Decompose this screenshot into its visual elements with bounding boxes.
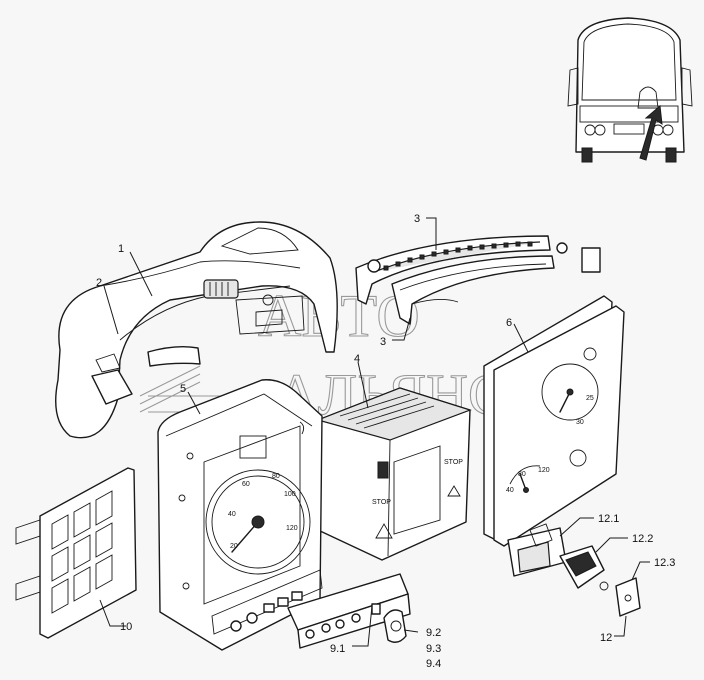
speedometer-gauge: 20 40 60 80 100 120 [205,469,311,575]
part-10-vent-grille [15,467,137,639]
callout-12: 12 [600,632,612,644]
part-12-3-switch-cap [615,577,641,617]
vent-grille-cells [51,490,113,614]
fuel-gauge: 40 80 120 [506,465,550,494]
tach-tick-30: 30 [576,419,584,426]
speedo-tick-20: 20 [230,543,238,550]
indicator-strip-lamps [383,241,533,271]
callout-1: 1 [118,243,124,255]
fuel-tick-40: 40 [506,487,514,494]
fuel-tick-80: 80 [518,471,526,478]
part-9-1-switch-panel [287,573,411,649]
callout-labels: 1 2 3 3 4 5 6 10 9.1 9.2 9.3 9.4 12.1 12… [96,213,675,670]
location-arrow-icon [639,105,663,161]
module-stop-label-1: STOP [444,459,463,466]
tach-tick-25: 25 [586,395,594,402]
fuel-tick-120: 120 [538,467,550,474]
callout-3-top: 3 [414,213,420,225]
part-12-2-rocker-switch [559,545,609,591]
tachometer-gauge: 25 30 [541,363,599,426]
callout-9-1: 9.1 [330,643,345,655]
part-12-1-switch-frame [507,523,567,577]
callout-12-3: 12.3 [654,557,675,569]
speedo-tick-100: 100 [284,491,296,498]
callout-4: 4 [354,353,360,365]
part-3-indicator-strips [355,235,601,325]
speedo-tick-60: 60 [242,481,250,488]
callout-3-bottom: 3 [380,336,386,348]
callout-10: 10 [120,621,132,633]
cluster-bottom-buttons [211,569,323,635]
callout-2: 2 [96,277,102,289]
part-6-gauge-panel: 25 30 40 80 120 [483,295,625,547]
module-stop-label-2: STOP [372,499,391,506]
part-1-dashboard-cover [55,221,338,439]
speedo-tick-80: 80 [272,473,280,480]
bus-front-thumbnail [567,17,693,163]
part-9-knob [383,609,407,643]
callout-6: 6 [506,317,512,329]
speedo-tick-40: 40 [228,511,236,518]
part-4-electronic-module: STOP STOP [303,387,472,561]
watermark-line-1: АВТО [258,283,420,349]
leader-lines [99,217,650,647]
callout-12-2: 12.2 [632,533,653,545]
speedo-tick-120: 120 [286,525,298,532]
part-5-instrument-cluster: 20 40 60 80 100 120 [157,379,323,651]
module-vent-grille [339,393,435,429]
callout-9-2: 9.2 [426,627,441,639]
callout-5: 5 [180,383,186,395]
callout-9-3: 9.3 [426,643,441,655]
callout-12-1: 12.1 [598,513,619,525]
callout-9-4: 9.4 [426,658,441,670]
